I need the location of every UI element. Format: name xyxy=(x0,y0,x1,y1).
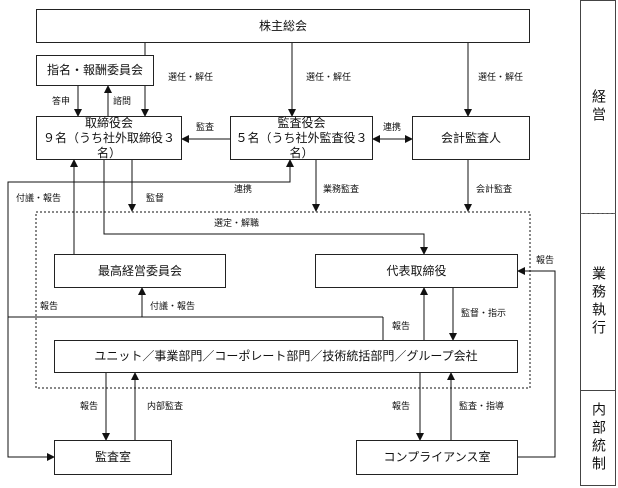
sidebar-management-label: 経営 xyxy=(590,89,606,125)
label-internal-audit: 内部監査 xyxy=(147,402,184,412)
label-cooperate-board: 連携 xyxy=(234,185,253,195)
sidebar-internal-control-label: 内部統制 xyxy=(590,402,606,474)
label-elect-accounting: 選任・解任 xyxy=(478,73,524,83)
nomination-committee-label: 指名・報酬委員会 xyxy=(46,63,143,77)
board-of-directors-box: 取締役会 ９名（うち社外取締役３名） xyxy=(36,116,182,160)
business-units-label: ユニット／事業部門／コーポレート部門／技術統括部門／グループ会社 xyxy=(94,349,478,363)
label-report-audit-office: 報告 xyxy=(80,402,99,412)
board-of-directors-members: ９名（うち社外取締役３名） xyxy=(42,130,175,160)
label-inquiry: 諮問 xyxy=(113,97,132,107)
management-committee-label: 最高経営委員会 xyxy=(97,263,182,278)
label-report-compliance-office: 報告 xyxy=(392,402,411,412)
label-supervise: 監督 xyxy=(146,194,165,204)
accounting-auditor-box: 会計監査人 xyxy=(412,116,530,160)
audit-board-box: 監査役会 ５名（うち社外監査役３名） xyxy=(230,116,373,160)
representative-director-label: 代表取締役 xyxy=(386,263,447,278)
audit-board-title: 監査役会 xyxy=(277,115,326,130)
sidebar-execution-label: 業務執行 xyxy=(590,266,606,338)
label-consult: 答申 xyxy=(52,97,71,107)
shareholders-meeting-label: 株主総会 xyxy=(258,18,307,33)
label-report-left: 報告 xyxy=(40,302,59,312)
management-committee-box: 最高経営委員会 xyxy=(54,254,226,288)
compliance-office-label: コンプライアンス室 xyxy=(383,450,491,464)
label-report-units: 報告 xyxy=(392,322,411,332)
board-of-directors-title: 取締役会 xyxy=(84,115,133,130)
sidebar-management: 経営 xyxy=(580,0,616,214)
label-appoint-dismiss: 選定・解職 xyxy=(214,219,260,229)
label-audit-guidance: 監査・指導 xyxy=(459,402,505,412)
label-agenda-report-board: 付議・報告 xyxy=(16,194,62,204)
label-accounting-audit: 会計監査 xyxy=(476,185,513,195)
business-units-box: ユニット／事業部門／コーポレート部門／技術統括部門／グループ会社 xyxy=(54,340,518,373)
label-report-compliance: 報告 xyxy=(536,256,555,266)
label-cooperate-auditor: 連携 xyxy=(383,123,402,133)
accounting-auditor-label: 会計監査人 xyxy=(440,130,501,145)
label-elect-auditors: 選任・解任 xyxy=(306,73,352,83)
label-elect-board: 選任・解任 xyxy=(168,73,214,83)
audit-board-members: ５名（うち社外監査役３名） xyxy=(235,130,368,160)
compliance-office-box: コンプライアンス室 xyxy=(356,440,518,475)
execution-area-border xyxy=(35,211,531,389)
label-audit: 監査 xyxy=(196,123,215,133)
label-business-audit: 業務監査 xyxy=(323,185,360,195)
label-agenda-report-mgmt: 付議・報告 xyxy=(150,302,196,312)
label-supervise-direct: 監督・指示 xyxy=(461,309,507,319)
representative-director-box: 代表取締役 xyxy=(315,254,518,288)
audit-office-label: 監査室 xyxy=(94,450,131,464)
audit-office-box: 監査室 xyxy=(54,440,172,475)
shareholders-meeting-box: 株主総会 xyxy=(36,9,530,43)
nomination-committee-box: 指名・報酬委員会 xyxy=(36,55,154,86)
sidebar-execution: 業務執行 xyxy=(580,213,616,391)
sidebar-internal-control: 内部統制 xyxy=(580,390,616,486)
